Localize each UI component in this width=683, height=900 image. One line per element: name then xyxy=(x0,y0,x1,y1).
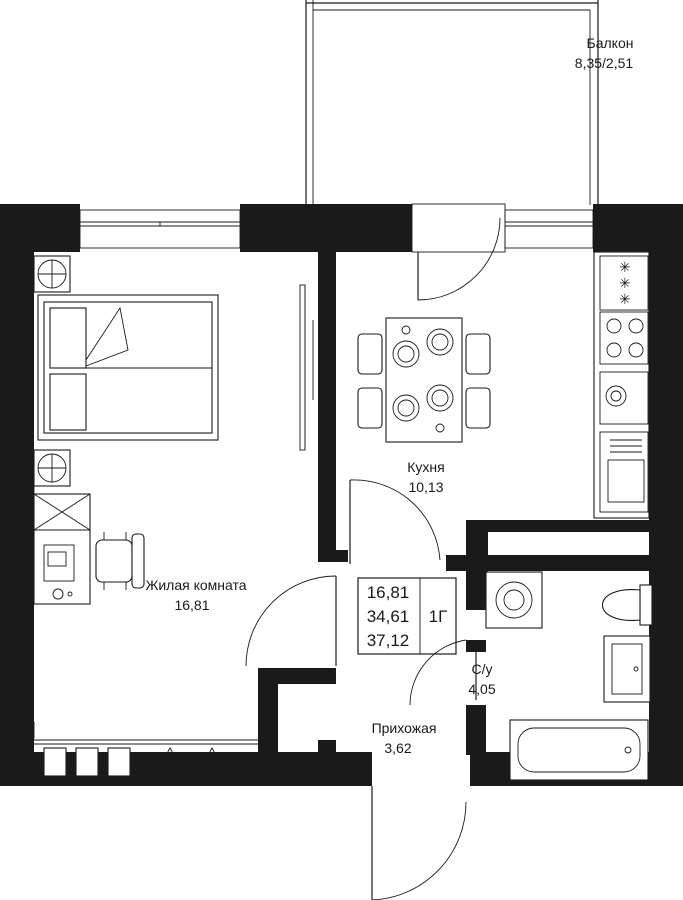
windows xyxy=(0,209,683,739)
desk xyxy=(33,493,91,605)
sink xyxy=(603,635,651,703)
balcony xyxy=(305,0,599,205)
living-room-area: 16,81 xyxy=(174,597,209,613)
bathroom-label: С/у xyxy=(472,661,493,677)
nightstand-top xyxy=(33,255,71,293)
total-area-value: 34,61 xyxy=(367,607,410,626)
nightstand-bottom xyxy=(33,449,71,487)
kitchen-units: ✳ ✳ ✳ xyxy=(593,251,650,519)
svg-text:✳: ✳ xyxy=(619,291,631,307)
toilet xyxy=(601,584,653,626)
office-chair xyxy=(95,532,145,590)
svg-text:✳: ✳ xyxy=(619,275,631,291)
bathtub xyxy=(509,719,649,781)
kitchen-area: 10,13 xyxy=(408,479,443,495)
bed xyxy=(37,294,219,441)
hallway-area: 3,62 xyxy=(384,740,411,756)
balcony-label: Балкон xyxy=(587,35,634,51)
area-summary-box xyxy=(357,577,457,655)
entrance-door xyxy=(371,786,467,900)
apartment-type: 1Г xyxy=(429,607,448,626)
living-area-value: 16,81 xyxy=(367,583,410,602)
hallway-label: Прихожая xyxy=(372,720,437,736)
dining-table xyxy=(357,317,491,443)
bathroom-door xyxy=(409,639,477,706)
walls xyxy=(0,204,683,786)
total-area-balcony-value: 37,12 xyxy=(367,631,410,650)
kitchen-door xyxy=(349,479,441,564)
kitchen-label: Кухня xyxy=(407,459,444,475)
living-door xyxy=(245,575,337,667)
svg-text:✳: ✳ xyxy=(619,259,631,275)
balcony-area: 8,35/2,51 xyxy=(575,55,634,71)
washing-machine xyxy=(485,571,543,629)
balcony-door xyxy=(411,203,506,301)
living-room-label: Жилая комната xyxy=(145,577,246,593)
bathroom-area: 4,05 xyxy=(468,681,495,697)
hallway-wardrobe xyxy=(34,739,258,777)
